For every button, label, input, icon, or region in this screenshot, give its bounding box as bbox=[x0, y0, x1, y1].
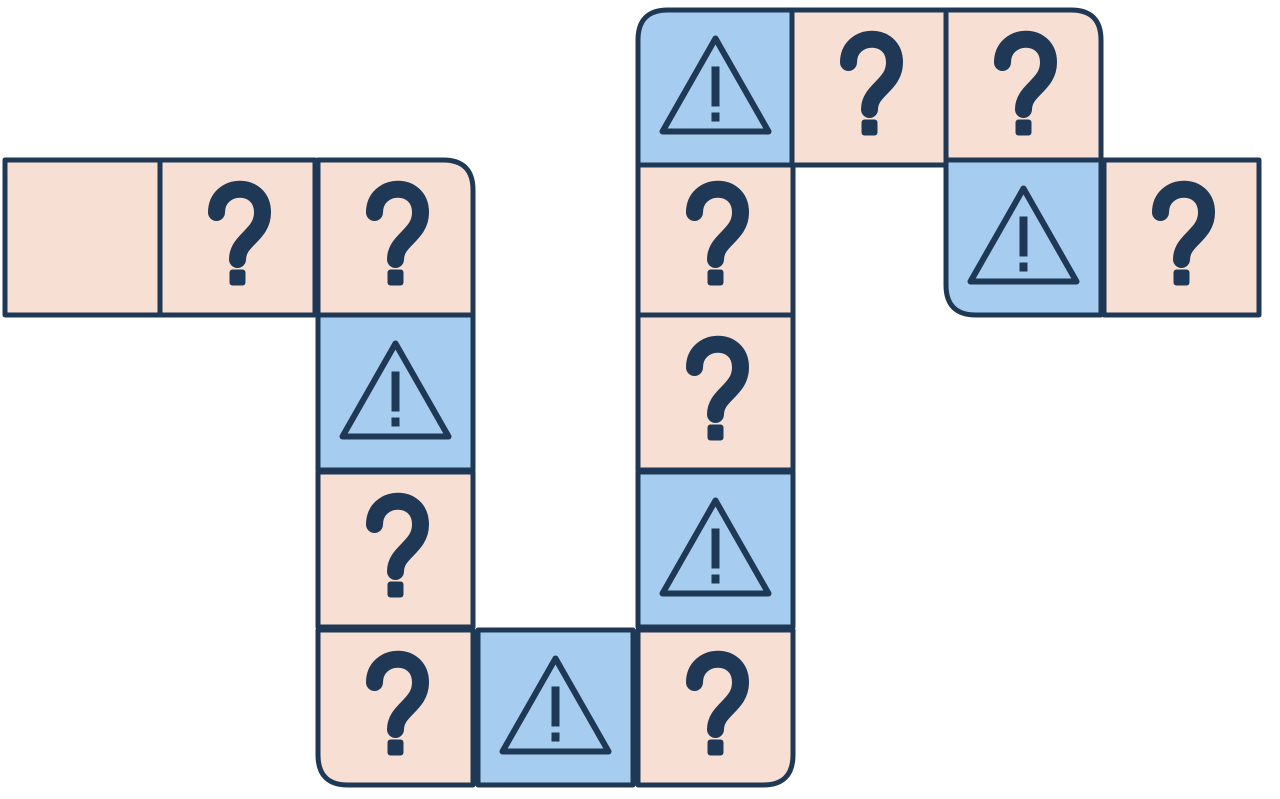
tile-background bbox=[1101, 157, 1262, 318]
board-tile-hazard[interactable] bbox=[635, 7, 796, 168]
question-mark-icon bbox=[366, 650, 430, 756]
board-tile-question[interactable] bbox=[315, 157, 476, 318]
board-tile-question[interactable] bbox=[315, 469, 476, 630]
board-tile-question[interactable] bbox=[789, 7, 950, 168]
board-tile-question[interactable] bbox=[635, 627, 796, 788]
question-mark-icon bbox=[366, 180, 430, 286]
tile-background bbox=[635, 627, 796, 788]
board-tile-hazard[interactable] bbox=[943, 157, 1104, 318]
question-mark-icon bbox=[686, 335, 750, 441]
board-tile-empty[interactable] bbox=[2, 157, 163, 318]
warning-triangle-icon bbox=[967, 185, 1080, 285]
question-mark-icon bbox=[686, 650, 750, 756]
tile-background bbox=[157, 157, 318, 318]
board-tile-question[interactable] bbox=[315, 627, 476, 788]
board-tile-question[interactable] bbox=[943, 7, 1104, 168]
question-mark-icon bbox=[1152, 180, 1216, 286]
tile-background bbox=[2, 157, 163, 318]
tile-background bbox=[315, 469, 476, 630]
board-tile-question[interactable] bbox=[635, 157, 796, 318]
tile-background bbox=[315, 627, 476, 788]
question-mark-icon bbox=[840, 30, 904, 136]
question-mark-icon bbox=[994, 30, 1058, 136]
board-tile-question[interactable] bbox=[157, 157, 318, 318]
warning-triangle-icon bbox=[659, 497, 772, 597]
warning-triangle-icon bbox=[339, 340, 452, 440]
question-mark-icon bbox=[686, 180, 750, 286]
board-tile-hazard[interactable] bbox=[475, 627, 636, 788]
board-tile-question[interactable] bbox=[1101, 157, 1262, 318]
tile-background bbox=[943, 7, 1104, 168]
warning-triangle-icon bbox=[659, 35, 772, 135]
board-tile-question[interactable] bbox=[635, 312, 796, 473]
board-tile-hazard[interactable] bbox=[635, 469, 796, 630]
question-mark-icon bbox=[208, 180, 272, 286]
tile-background bbox=[315, 157, 476, 318]
question-mark-icon bbox=[366, 492, 430, 598]
board-tile-hazard[interactable] bbox=[315, 312, 476, 473]
warning-triangle-icon bbox=[499, 655, 612, 755]
